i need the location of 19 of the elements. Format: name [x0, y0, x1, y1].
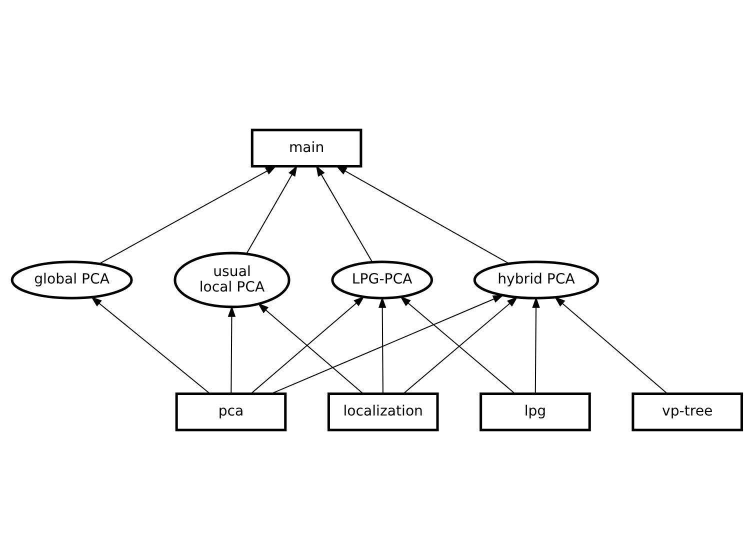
node-ellipse: LPG-PCA — [331, 260, 434, 300]
arrow — [90, 296, 210, 394]
node-ellipse: hybrid PCA — [473, 260, 600, 300]
arrow — [98, 166, 277, 264]
arrow — [532, 296, 540, 394]
arrow — [378, 296, 386, 394]
node-box: localization — [327, 392, 439, 432]
arrow — [316, 165, 373, 262]
arrow — [228, 306, 236, 394]
node-box: lpg — [480, 392, 591, 432]
node-box: pca — [175, 392, 287, 432]
node-ellipse: usual local PCA — [174, 252, 290, 308]
node-box: main — [250, 128, 362, 168]
arrow — [554, 296, 668, 394]
node-box: vp-tree — [632, 392, 743, 432]
node-ellipse: global PCA — [10, 260, 133, 300]
arrow — [246, 165, 298, 254]
arrow — [271, 294, 504, 394]
arrow — [336, 166, 510, 264]
